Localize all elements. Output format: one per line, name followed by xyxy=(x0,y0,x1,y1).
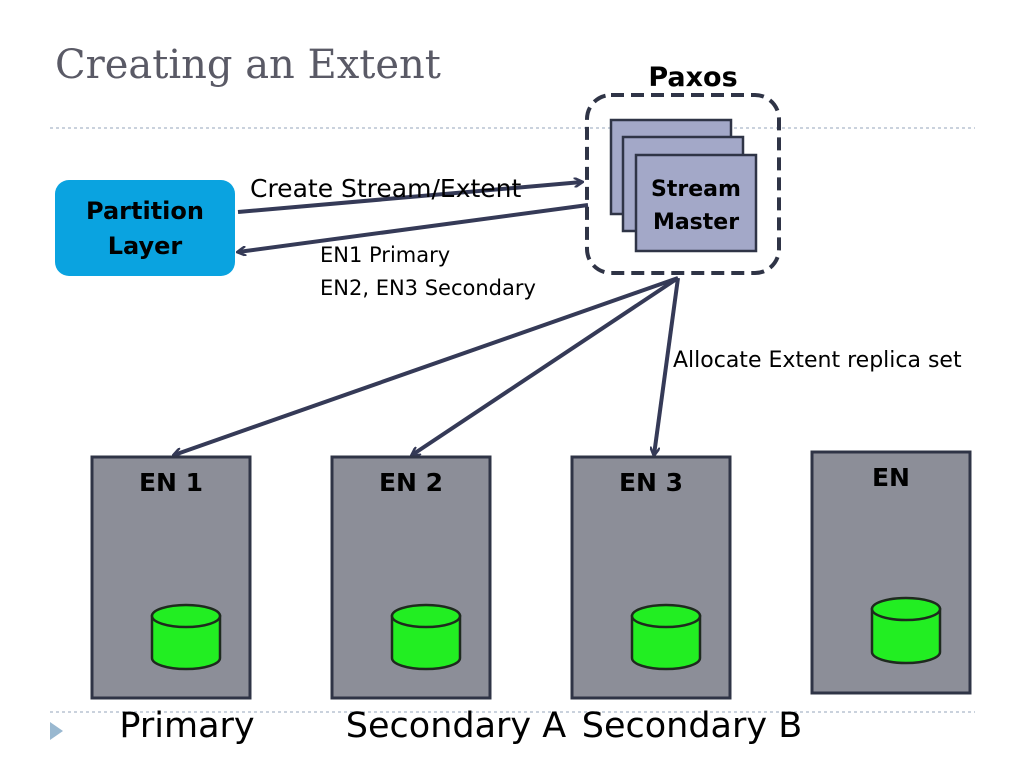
stream-master-card-front xyxy=(634,153,758,253)
partition-layer: Partition Layer xyxy=(55,180,235,276)
reply-label-line1: EN1 Primary xyxy=(320,243,450,267)
disk-icon xyxy=(630,603,702,671)
reply-label-line2: EN2, EN3 Secondary xyxy=(320,276,536,300)
extent-node-label: EN 3 xyxy=(619,468,683,497)
paxos-label: Paxos xyxy=(648,62,737,93)
role-label-secondary-b: Secondary B xyxy=(582,706,803,746)
role-label-secondary-a: Secondary A xyxy=(346,706,566,746)
role-label-primary: Primary xyxy=(119,706,254,746)
extent-node-label: EN 2 xyxy=(379,468,443,497)
stream-master-label-line1: Stream xyxy=(651,177,741,202)
allocate-label: Allocate Extent replica set xyxy=(673,348,962,373)
stream-master-label-line2: Master xyxy=(653,210,739,235)
partition-layer-box xyxy=(55,180,235,276)
stream-master: Stream Master xyxy=(609,118,758,253)
extent-node-label: EN xyxy=(872,463,910,492)
extent-node-3: EN 3 xyxy=(570,455,732,700)
disk-icon xyxy=(870,596,942,665)
allocate-arrow-en2 xyxy=(412,276,680,455)
slide-title: Creating an Extent xyxy=(55,42,441,88)
extent-node-4: EN xyxy=(810,450,972,695)
extent-node-1: EN 1 xyxy=(90,455,252,700)
reply-arrow xyxy=(238,203,589,252)
paxos-group xyxy=(585,93,781,275)
extent-node-2: EN 2 xyxy=(330,455,492,700)
extent-node-label: EN 1 xyxy=(139,468,203,497)
create-request-arrow xyxy=(237,182,582,214)
partition-layer-label-line2: Layer xyxy=(108,232,183,260)
partition-layer-label-line1: Partition xyxy=(86,197,204,225)
disk-icon xyxy=(390,603,462,671)
bullet-triangle-icon xyxy=(50,722,63,740)
create-request-label: Create Stream/Extent xyxy=(250,174,522,203)
allocate-arrow-en3 xyxy=(654,277,680,455)
allocate-arrow-en1 xyxy=(174,276,679,455)
disk-icon xyxy=(150,603,222,671)
